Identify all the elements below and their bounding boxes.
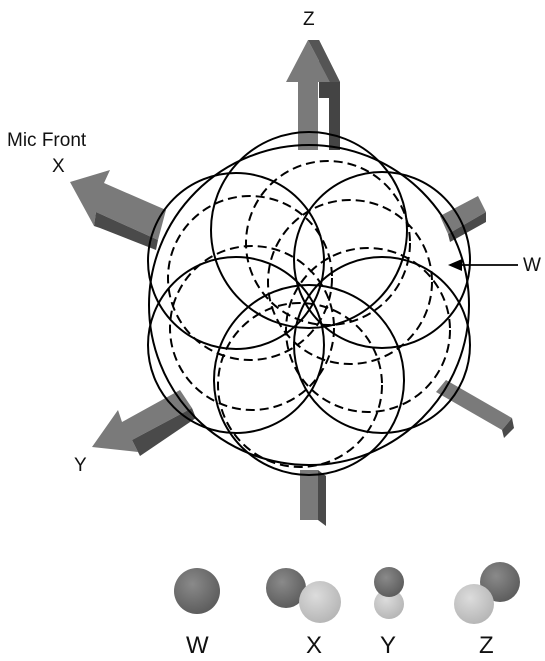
y-ball-light-icon	[374, 589, 404, 619]
solid-lobe-right	[293, 171, 471, 349]
solid-lobe-lower-left	[147, 256, 325, 434]
x-ball-light-icon	[299, 581, 341, 623]
y-ball-dark-icon	[374, 567, 404, 597]
legend-z: Z	[454, 562, 520, 659]
w-pointer	[448, 259, 518, 271]
dashed-lobe-bottom	[217, 302, 383, 468]
solid-lobe-top	[210, 131, 408, 329]
x-axis-label: X	[52, 156, 65, 177]
dashed-lobe-top	[245, 160, 411, 326]
w-ball-icon	[174, 568, 220, 614]
minus-x-axis-arrow	[440, 196, 486, 242]
legend-x-label: X	[306, 632, 322, 659]
z-ball-light-icon	[454, 584, 494, 624]
w-omni-pattern	[148, 144, 470, 466]
dashed-lobe-lower-left	[169, 245, 335, 411]
solid-lobe-left	[147, 172, 325, 350]
y-axis-arrow	[92, 390, 196, 456]
legend-y-label: Y	[380, 632, 396, 659]
x-ball-dark-icon	[266, 568, 306, 608]
legend-z-label: Z	[479, 632, 494, 659]
legend: W X Y Z	[174, 562, 520, 659]
axis-arrows	[70, 40, 514, 526]
z-axis-label: Z	[303, 9, 315, 30]
minus-y-axis-arrow	[436, 380, 514, 438]
legend-x: X	[266, 568, 341, 659]
solid-lobe-bottom	[213, 284, 405, 476]
mic-front-label: Mic Front	[7, 130, 87, 151]
legend-y: Y	[374, 567, 404, 659]
dashed-lobe-upper-right	[267, 199, 433, 365]
legend-w-label: W	[186, 632, 209, 659]
x-axis-arrow	[70, 170, 166, 250]
legend-w: W	[174, 568, 220, 659]
minus-z-axis-arrow	[300, 470, 326, 526]
dashed-lobe-lower-right	[285, 247, 451, 413]
y-axis-label: Y	[74, 455, 87, 476]
w-pointer-label: W	[523, 255, 541, 276]
solid-lobes	[147, 131, 471, 476]
dashed-lobes	[167, 160, 451, 468]
dashed-lobe-upper-left	[167, 195, 333, 361]
z-axis-arrow	[286, 40, 340, 150]
solid-lobe-lower-right	[293, 256, 471, 434]
